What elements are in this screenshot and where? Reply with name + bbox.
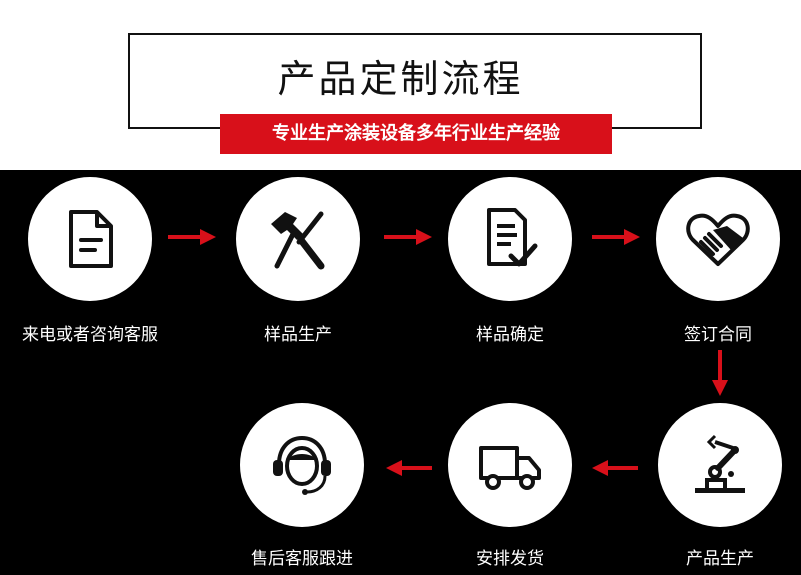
headset-support-icon [273, 435, 331, 495]
document-icon [69, 210, 113, 268]
arrow-right-icon [592, 229, 640, 245]
handshake-heart-icon [686, 213, 750, 266]
step-5-circle [658, 403, 782, 527]
step-6-label: 安排发货 [476, 549, 544, 569]
arrow-right-icon [384, 229, 432, 245]
arrow-right-icon [168, 229, 216, 245]
subtitle-banner: 专业生产涂装设备多年行业生产经验 [220, 114, 612, 154]
delivery-truck-icon [479, 446, 541, 490]
step-5-label: 产品生产 [686, 549, 754, 569]
arrow-left-icon [592, 460, 638, 476]
arrow-down-icon [712, 350, 728, 396]
step-3-label: 样品确定 [476, 325, 544, 345]
step-4-circle [656, 177, 780, 301]
step-7-label: 售后客服跟进 [251, 549, 353, 569]
step-4-label: 签订合同 [684, 325, 752, 345]
step-6-circle [448, 403, 572, 527]
hammer-screwdriver-icon [271, 211, 325, 270]
step-7-circle [240, 403, 364, 527]
arrow-left-icon [386, 460, 432, 476]
checklist-icon [487, 208, 538, 267]
step-2-circle [236, 177, 360, 301]
page-title: 产品定制流程 [277, 57, 524, 101]
step-1-circle [28, 177, 152, 301]
robot-arm-icon [695, 434, 745, 493]
header-area: 产品定制流程 专业生产涂装设备多年行业生产经验 [0, 0, 801, 170]
step-1-label: 来电或者咨询客服 [22, 325, 158, 345]
step-3-circle [448, 177, 572, 301]
step-2-label: 样品生产 [264, 325, 332, 345]
